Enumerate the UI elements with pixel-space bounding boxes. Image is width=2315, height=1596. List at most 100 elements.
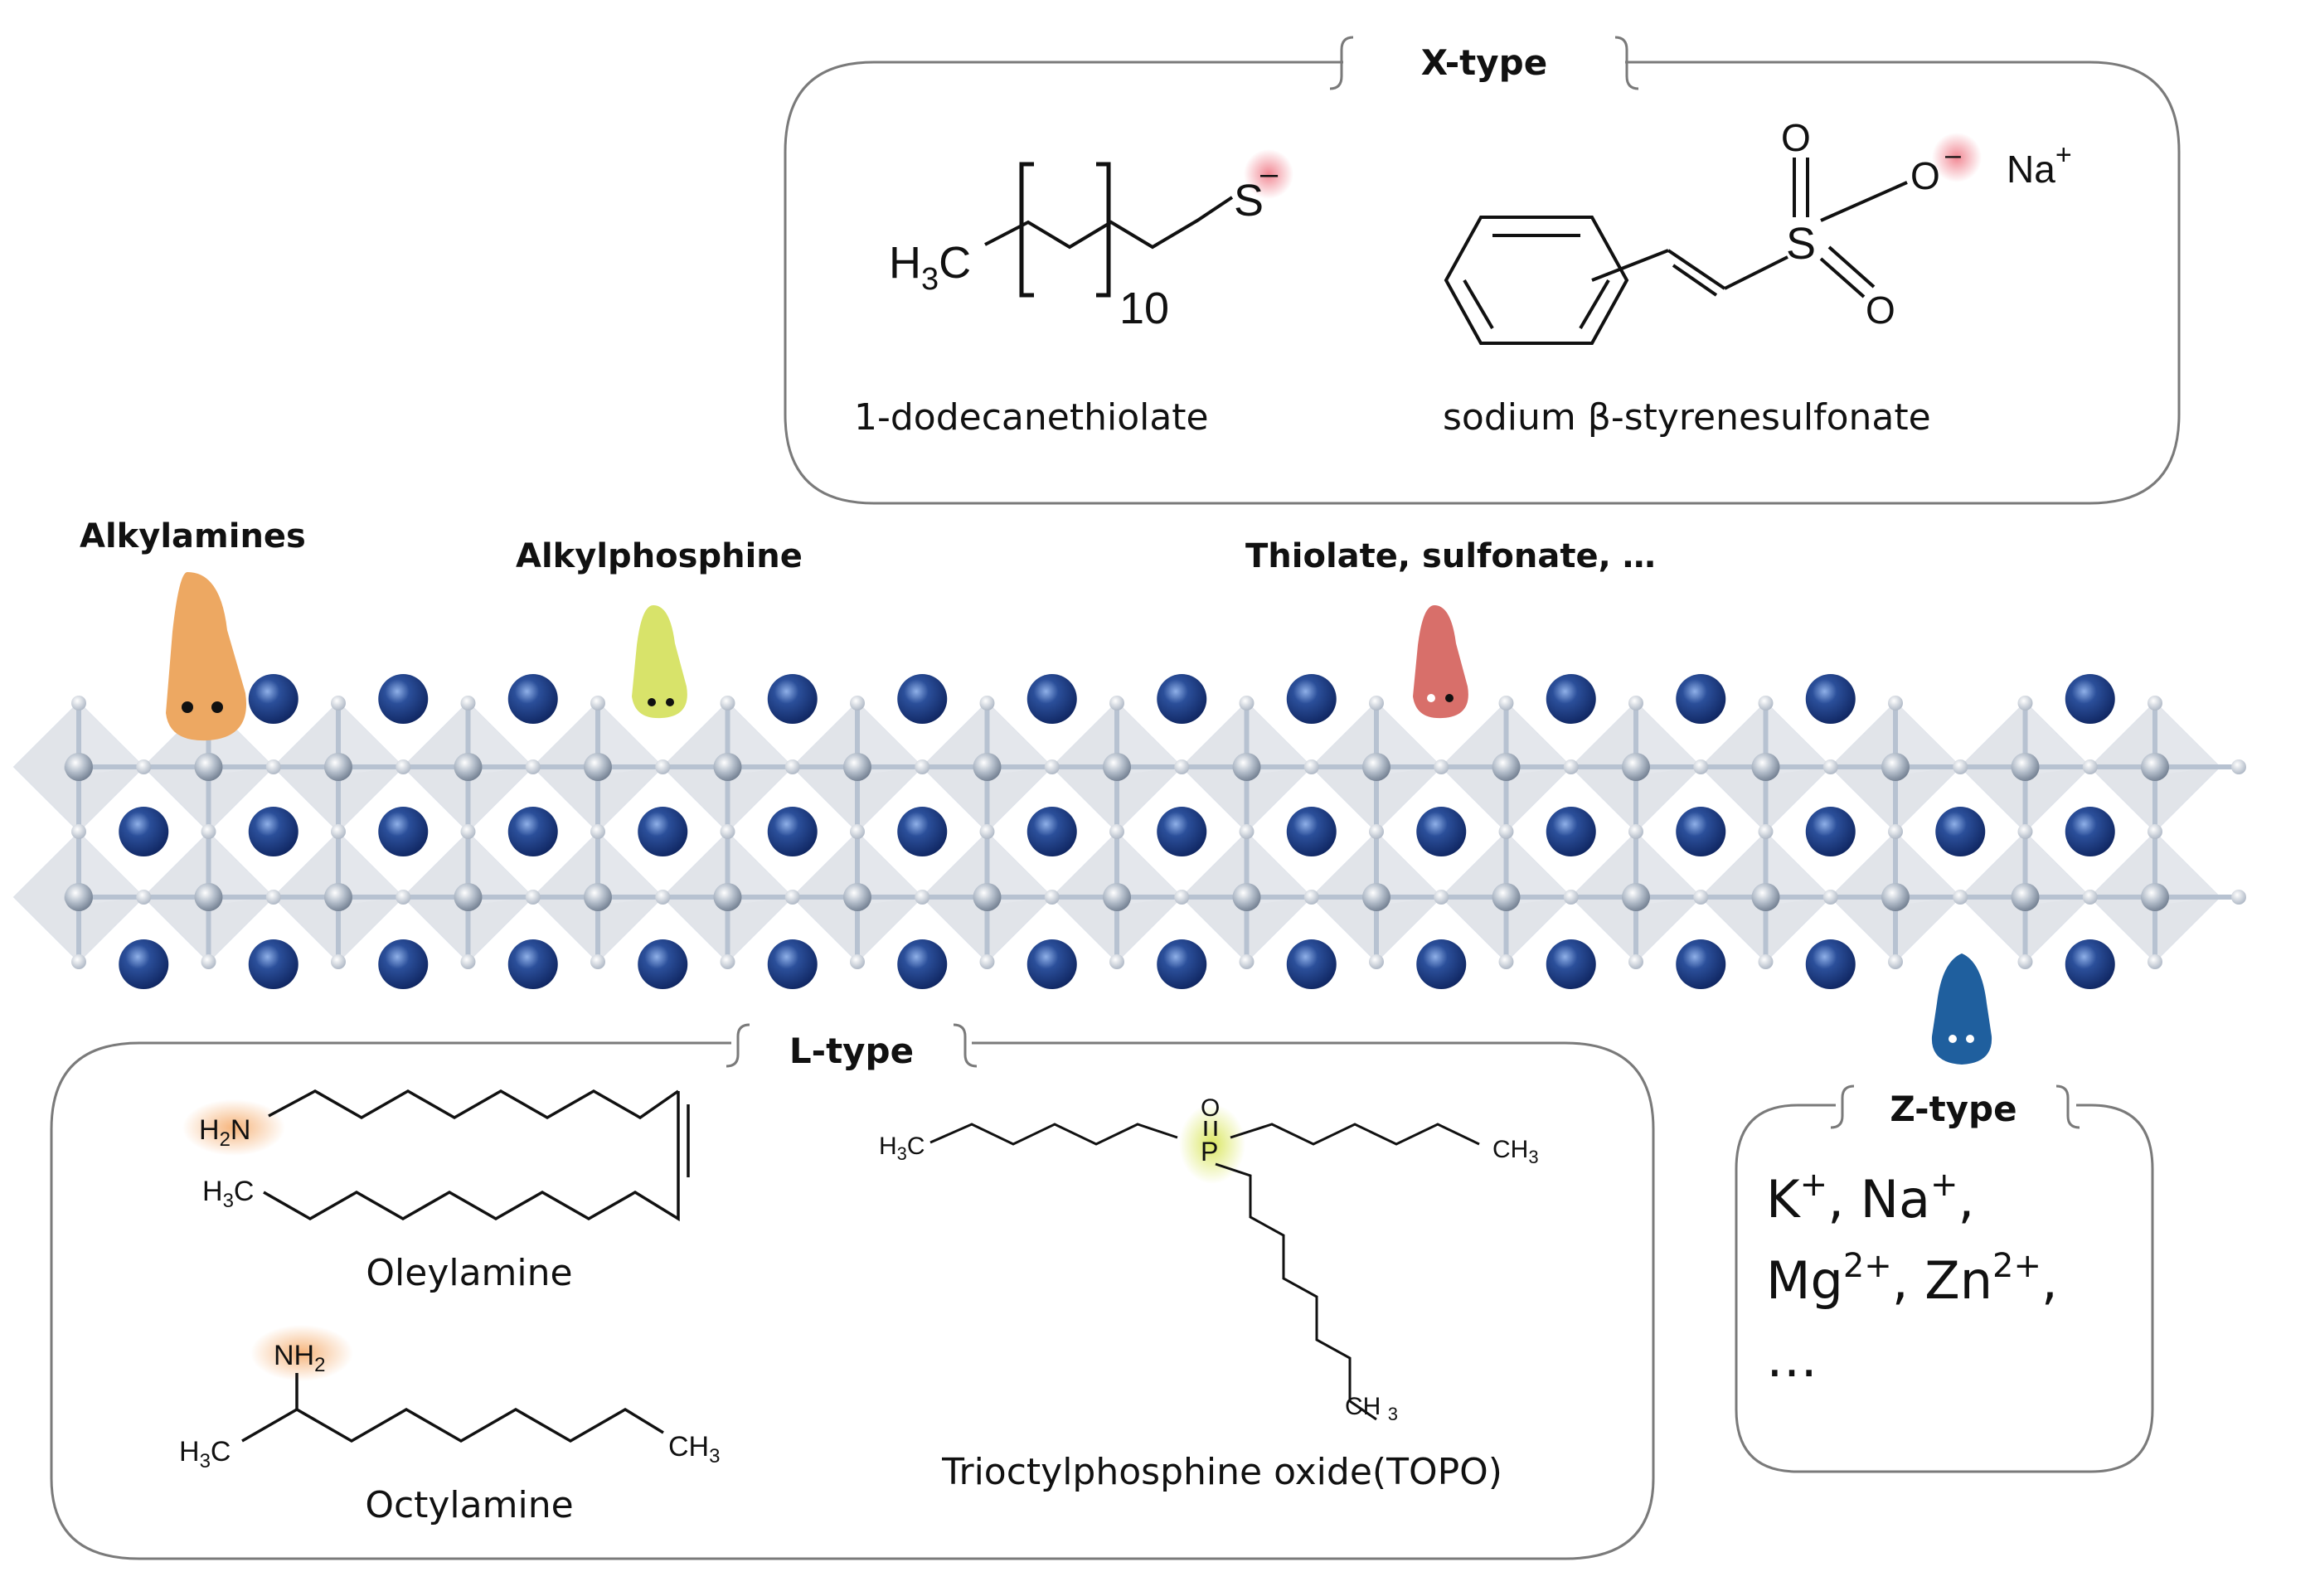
a-site-cation (1416, 807, 1467, 856)
halide-node (1434, 759, 1449, 774)
amine-ligand-lobe (166, 572, 247, 741)
halide-node (265, 759, 281, 774)
a-site-cation (1157, 674, 1207, 724)
dodecanethiolate-sub3: 3 (921, 262, 939, 297)
octahedron-face (1117, 702, 1182, 775)
lattice-end-node (2231, 890, 2246, 905)
halide-node (331, 696, 346, 711)
oleylamine-structure: H2N H3C (182, 1089, 690, 1222)
octahedron-face (338, 702, 404, 775)
halide-node (1239, 696, 1255, 711)
octahedron-face (2155, 832, 2220, 905)
metal-center (324, 883, 352, 911)
metal-center (1622, 883, 1650, 911)
halide-node (396, 759, 411, 774)
octylamine-nh-sub: 2 (314, 1354, 325, 1376)
a-site-cation (1286, 939, 1337, 989)
octahedron-face (1246, 702, 1312, 775)
octylamine-h3c-c: C (211, 1436, 231, 1467)
xtype-box (784, 61, 2181, 505)
a-site-cation (1026, 807, 1077, 856)
octahedron-face (1895, 702, 1961, 775)
metal-center (713, 753, 742, 781)
label-alkylphosphine: Alkylphosphine (516, 537, 803, 575)
halide-node (396, 890, 411, 905)
oleylamine-h3c-c: C (234, 1176, 255, 1207)
halide-node (1888, 954, 1903, 969)
halide-node (1498, 696, 1514, 711)
halide-node (1888, 696, 1903, 711)
ztype-box (1735, 1104, 2154, 1473)
halide-node (1628, 954, 1643, 969)
octahedron-face (987, 832, 1052, 905)
halide-node (850, 954, 865, 969)
metal-center (1492, 883, 1521, 911)
octahedron-face (1376, 832, 1442, 905)
metal-center (1103, 883, 1131, 911)
xtype-panel: X-type H3C 10 S – 1-dodecanethiolate (784, 36, 2181, 505)
a-site-cation (1026, 674, 1077, 724)
metal-center (194, 883, 223, 911)
metal-center (2011, 753, 2040, 781)
styrenesulfonate-name: sodium β-styrenesulfonate (1443, 396, 1931, 439)
metal-center (713, 883, 742, 911)
sulfonate-charge-glow (1932, 133, 1982, 182)
octahedron-face (598, 832, 663, 905)
ztype-line-1: K+, Na+, (1766, 1166, 1974, 1230)
octylamine-structure: NH2 H3C CH3 (179, 1325, 720, 1472)
sodium-na: Na (2007, 148, 2055, 191)
styrenesulfonate-structure: S O O O – Na+ (1444, 116, 2072, 345)
svg-text:CH3: CH3 (668, 1431, 720, 1467)
octahedron-face (1636, 832, 1701, 905)
halide-node (1822, 759, 1838, 774)
halide-node (2148, 824, 2162, 839)
topo-phosphorus-glow (1179, 1104, 1245, 1184)
octahedron-face (1765, 832, 1831, 905)
sulfonate-charge: – (1945, 139, 1961, 171)
svg-text:H3C: H3C (879, 1133, 925, 1164)
metal-center (1751, 883, 1780, 911)
halide-node (1303, 890, 1319, 905)
halide-node (1239, 954, 1255, 969)
a-site-cation (1286, 807, 1337, 856)
halide-node (2148, 954, 2162, 969)
a-site-cation (1805, 674, 1856, 724)
halide-node (720, 696, 735, 711)
metal-center (194, 753, 223, 781)
metal-center (843, 753, 871, 781)
ztype-dot (1949, 1035, 1957, 1043)
lattice-end-node (2231, 759, 2246, 774)
halide-node (655, 890, 671, 905)
halide-node (915, 759, 930, 774)
halide-node (136, 759, 152, 774)
amine-lone-pair-dot (182, 701, 193, 713)
metal-center (1622, 753, 1650, 781)
metal-center (1881, 883, 1910, 911)
topo-name: Trioctylphosphine oxide(TOPO) (941, 1451, 1502, 1493)
ztype-ligand-lobe (1931, 953, 1992, 1065)
octahedron-face (1117, 832, 1182, 905)
octahedron-face (208, 832, 274, 905)
a-site-cation (1157, 939, 1207, 989)
a-site-cation (767, 939, 818, 989)
halide-node (720, 824, 735, 839)
halide-node (2082, 759, 2098, 774)
metal-center (1362, 753, 1390, 781)
sulfonate-s: S (1786, 219, 1816, 269)
halide-node (1758, 824, 1774, 839)
topo-structure: O P H3C CH3 CH 3 (879, 1094, 1539, 1424)
a-site-cation (1935, 807, 1986, 856)
a-site-cation (1157, 807, 1207, 856)
metal-center (584, 883, 612, 911)
halide-node (201, 954, 216, 969)
ztype-line-3: … (1766, 1328, 1818, 1389)
topo-ch3-right-sub: 3 (1528, 1147, 1538, 1167)
ztype-dot (1966, 1035, 1974, 1043)
a-site-cation (767, 674, 818, 724)
a-site-cation (1546, 674, 1596, 724)
a-site-cation (378, 939, 429, 989)
octahedron-face (1246, 832, 1312, 905)
octahedron-face (1636, 702, 1701, 775)
metal-center (1881, 753, 1910, 781)
octahedron-face (468, 702, 533, 775)
